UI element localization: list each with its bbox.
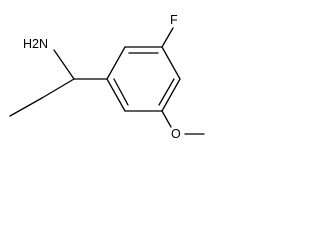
ring-bond-3 bbox=[161, 46, 181, 80]
bond-ch3-ch2 bbox=[9, 97, 43, 117]
fluoro-label: F bbox=[170, 13, 178, 27]
ring-bond-6 bbox=[106, 78, 126, 112]
ring-double-bond-3 bbox=[113, 78, 129, 106]
ring-bond-1 bbox=[106, 46, 126, 80]
ring-bond-4 bbox=[161, 78, 181, 112]
bond-ring-f bbox=[161, 27, 174, 48]
amine-label: H2N bbox=[23, 37, 48, 51]
bond-ch2-ch bbox=[41, 78, 75, 99]
bond-ring-o bbox=[161, 110, 172, 128]
ring-double-bond-2 bbox=[158, 78, 175, 106]
methoxy-oxygen-label: O bbox=[171, 127, 181, 141]
structure-diagram: H2N F O bbox=[9, 13, 205, 141]
bond-ch-nh2 bbox=[53, 49, 75, 80]
